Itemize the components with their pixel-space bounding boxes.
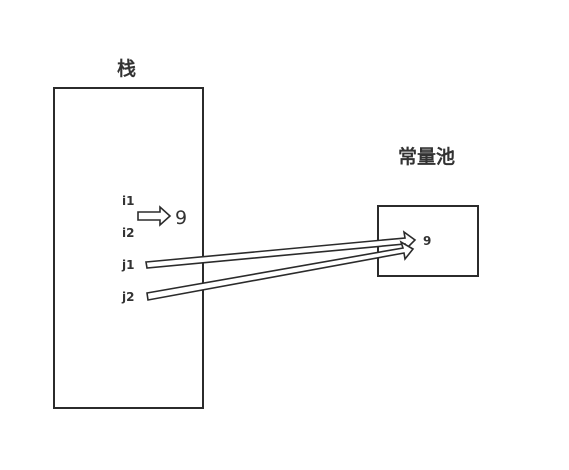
- stack-variable-i2: i2: [122, 226, 135, 240]
- stack-variable-j1: j1: [122, 258, 135, 272]
- stack-variable-j2: j2: [122, 290, 135, 304]
- stack-variable-i1: i1: [122, 194, 135, 208]
- j2-reference-arrow: [146, 240, 415, 301]
- stack-box: [53, 87, 204, 409]
- pool-title: 常量池: [398, 146, 456, 168]
- stack-local-value: 9: [175, 207, 188, 229]
- stack-title: 栈: [117, 58, 137, 80]
- j1-reference-arrow: [145, 230, 417, 269]
- i1-value-arrow: [137, 205, 172, 227]
- pool-value: 9: [423, 234, 432, 248]
